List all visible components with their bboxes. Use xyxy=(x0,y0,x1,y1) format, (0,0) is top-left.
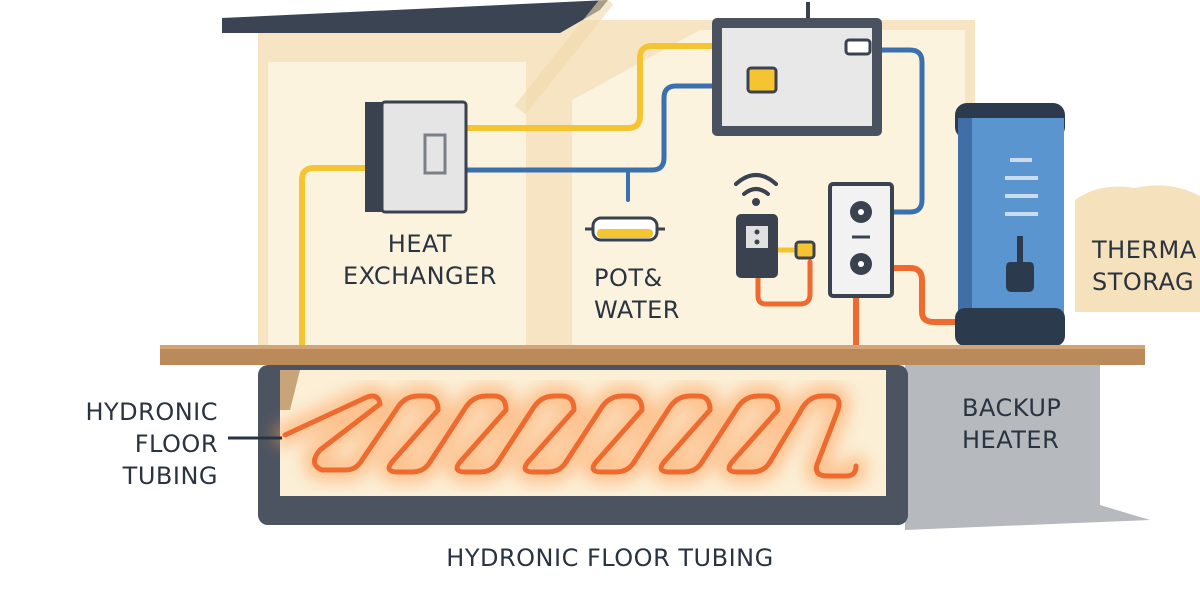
pump-control-unit xyxy=(828,182,894,298)
thermostat-hot-pipe xyxy=(755,259,813,307)
pot-water-label-line1: POT& xyxy=(594,264,663,292)
roof xyxy=(222,0,608,33)
hydronic-tubing xyxy=(274,385,867,487)
supply-pipe-left xyxy=(299,165,375,348)
hydronic-bottom-label: HYDRONIC FLOOR TUBING xyxy=(446,544,774,572)
pot-water-label: POT& WATER xyxy=(594,262,680,326)
pot-water-label-line2: WATER xyxy=(594,296,680,324)
storage-backdrop xyxy=(1075,185,1200,312)
thermal-storage-label-line1: THERMA xyxy=(1092,236,1197,264)
heat-exchanger-label-line2: EXCHANGER xyxy=(343,262,497,290)
hydronic-side-label-line3: TUBING xyxy=(122,462,218,490)
backup-heater-label-line1: BACKUP xyxy=(962,394,1062,422)
wifi-thermostat xyxy=(734,173,816,278)
thermal-storage-label-line2: STORAG xyxy=(1092,268,1195,296)
heat-exchanger-label: HEAT EXCHANGER xyxy=(330,228,510,292)
hydronic-side-label-line2: FLOOR xyxy=(134,430,218,458)
pot-water-indicator xyxy=(585,216,665,242)
thermal-storage-label: THERMA STORAG xyxy=(1092,234,1197,298)
backup-heater-block xyxy=(905,365,1150,530)
return-pipe-right xyxy=(879,47,925,215)
heat-exchanger-label-line1: HEAT xyxy=(387,230,453,258)
floor-beam xyxy=(160,345,1145,365)
backup-heater-label: BACKUP HEATER xyxy=(962,392,1061,456)
hydronic-side-label: HYDRONIC FLOOR TUBING xyxy=(40,396,218,492)
hot-pipe-storage xyxy=(887,265,961,325)
return-pipe xyxy=(441,83,715,173)
heat-exchanger xyxy=(365,100,468,214)
floor-beam-highlight xyxy=(160,345,1145,349)
hydronic-side-label-line1: HYDRONIC xyxy=(85,398,218,426)
supply-pipe-top xyxy=(439,43,715,131)
backup-heater-label-line2: HEATER xyxy=(962,426,1060,454)
wifi-icon xyxy=(734,173,778,206)
control-panel xyxy=(712,2,882,136)
thermal-storage-tank xyxy=(955,103,1065,346)
